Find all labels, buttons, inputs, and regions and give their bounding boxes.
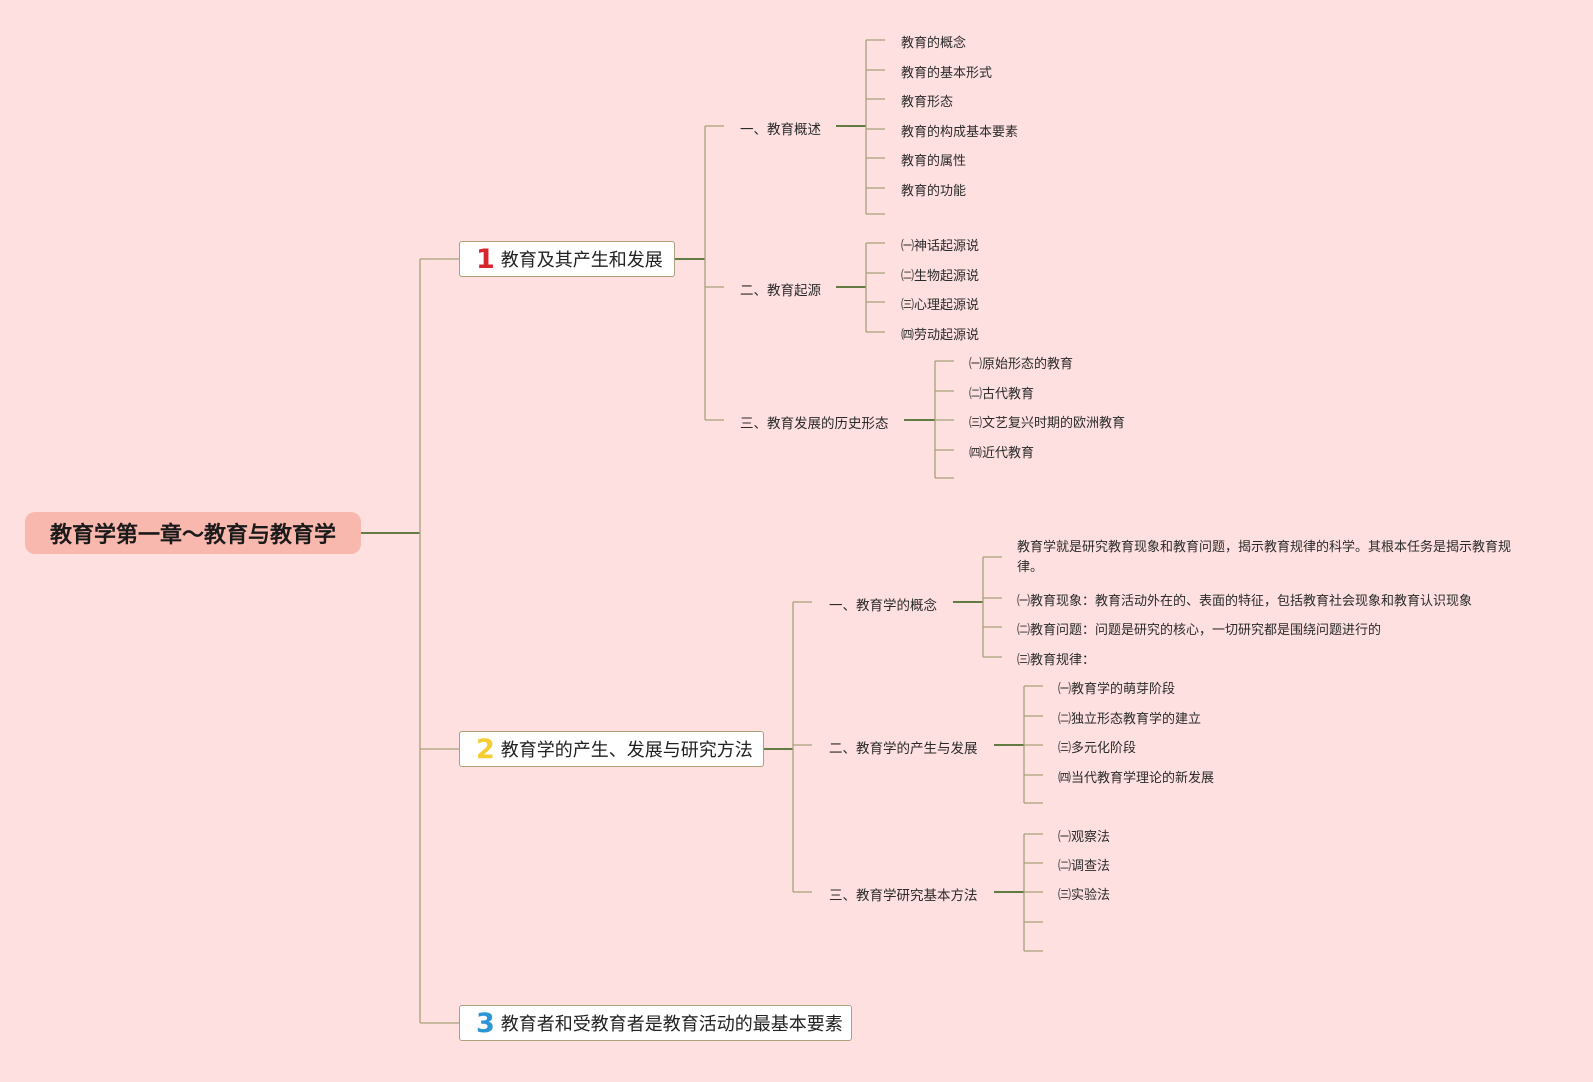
root-topic[interactable]: 教育学第一章～教育与教育学 <box>25 512 361 554</box>
leaf-topic[interactable]: ㈢多元化阶段 <box>1058 741 1137 756</box>
leaf-topic[interactable]: ㈡调查法 <box>1058 859 1111 874</box>
branch-2[interactable]: 2 教育学的产生、发展与研究方法 <box>459 731 764 767</box>
leaf-topic[interactable]: 教育的功能 <box>901 184 967 199</box>
branch-label: 教育学的产生、发展与研究方法 <box>500 740 753 761</box>
branch-number: 1 <box>476 243 495 275</box>
leaf-topic[interactable]: 教育的基本形式 <box>901 66 993 81</box>
leaf-topic[interactable]: 教育的概念 <box>901 36 967 51</box>
root-title: 教育学第一章～教育与教育学 <box>49 523 336 548</box>
leaf-topic[interactable]: ㈠观察法 <box>1058 830 1111 845</box>
subtopic[interactable]: 三、教育学研究基本方法 <box>829 888 978 904</box>
leaf-topic[interactable]: ㈠教育现象：教育活动外在的、表面的特征，包括教育社会现象和教育认识现象 <box>1017 594 1473 609</box>
branch-1[interactable]: 1 教育及其产生和发展 <box>459 241 675 277</box>
branch-label: 教育及其产生和发展 <box>500 250 663 271</box>
branch-3[interactable]: 3 教育者和受教育者是教育活动的最基本要素 <box>459 1005 852 1041</box>
leaf-topic[interactable]: ㈣当代教育学理论的新发展 <box>1058 771 1215 786</box>
leaf-topic[interactable]: 教育形态 <box>901 95 954 110</box>
leaf-topic[interactable]: 教育学就是研究教育现象和教育问题，揭示教育规律的科学。其根本任务是揭示教育规律。 <box>1017 540 1512 575</box>
branch-number: 2 <box>476 733 495 765</box>
leaf-topic[interactable]: ㈠神话起源说 <box>901 239 980 254</box>
leaf-topic[interactable]: ㈠原始形态的教育 <box>969 357 1074 372</box>
branch-label: 教育者和受教育者是教育活动的最基本要素 <box>500 1014 843 1035</box>
leaf-topic[interactable]: 教育的属性 <box>901 154 967 169</box>
leaf-topic[interactable]: ㈡古代教育 <box>969 387 1035 402</box>
subtopic[interactable]: 一、教育概述 <box>740 122 821 138</box>
subtopic[interactable]: 三、教育发展的历史形态 <box>740 416 889 432</box>
leaf-topic[interactable]: ㈣近代教育 <box>969 446 1035 461</box>
leaf-topic[interactable]: ㈢实验法 <box>1058 888 1111 903</box>
subtopic[interactable]: 二、教育学的产生与发展 <box>829 741 978 757</box>
leaf-topic[interactable]: ㈢心理起源说 <box>901 298 980 313</box>
leaf-topic[interactable]: ㈡生物起源说 <box>901 269 980 284</box>
subtopic[interactable]: 二、教育起源 <box>740 283 821 299</box>
leaf-topic[interactable]: ㈠教育学的萌芽阶段 <box>1058 682 1176 697</box>
leaf-topic[interactable]: ㈢教育规律： <box>1017 653 1096 668</box>
leaf-topic[interactable]: ㈢文艺复兴时期的欧洲教育 <box>969 416 1126 431</box>
subtopic[interactable]: 一、教育学的概念 <box>829 598 937 614</box>
leaf-topic[interactable]: ㈡教育问题：问题是研究的核心，一切研究都是围绕问题进行的 <box>1017 623 1382 638</box>
leaf-topic[interactable]: ㈣劳动起源说 <box>901 328 980 343</box>
branch-number: 3 <box>476 1007 495 1039</box>
leaf-topic[interactable]: 教育的构成基本要素 <box>901 125 1019 140</box>
leaf-topic[interactable]: ㈡独立形态教育学的建立 <box>1058 712 1202 727</box>
